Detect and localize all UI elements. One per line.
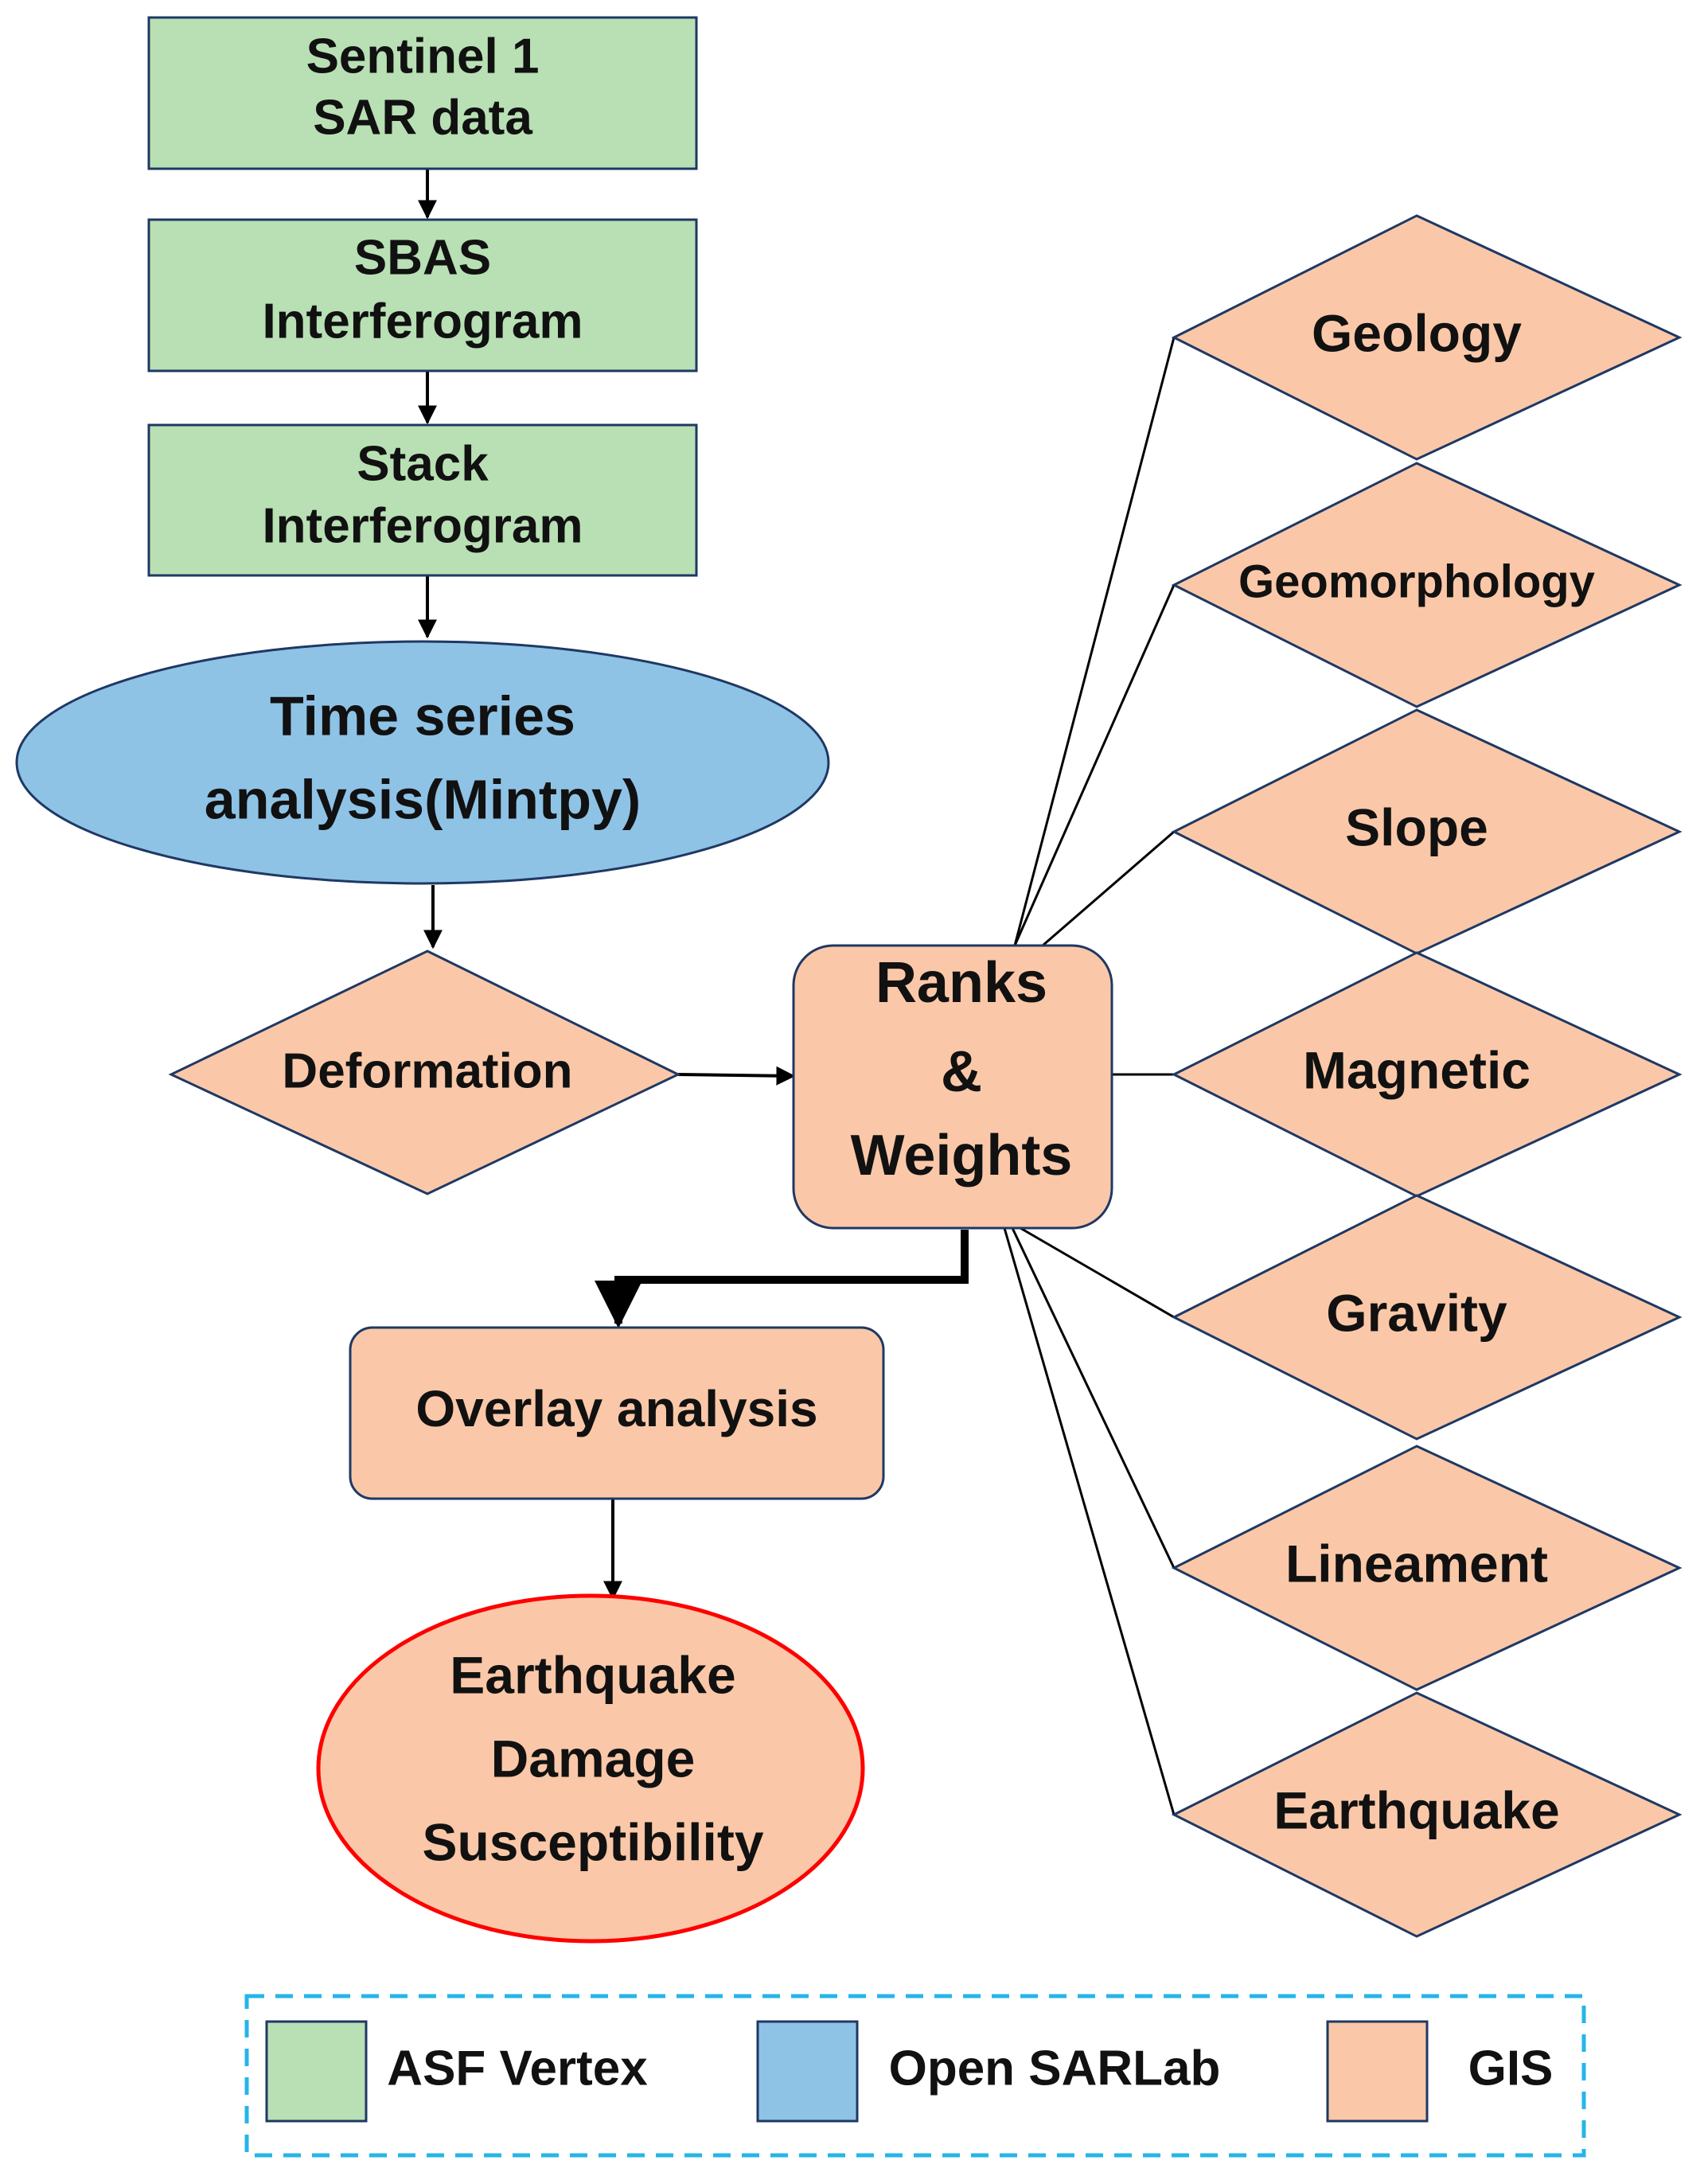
factor-diamond-earthquake: Earthquake <box>1171 1691 1683 1938</box>
factor-label-geology: Geology <box>1312 303 1522 362</box>
factor-label-earthquake: Earthquake <box>1273 1780 1559 1839</box>
legend-label-asf: ASF Vertex <box>387 2041 648 2096</box>
sentinel-label-line2: SAR data <box>313 90 532 145</box>
legend-border <box>244 1994 1586 2158</box>
legend-swatch-gis <box>1326 2020 1429 2123</box>
overlay-label: Overlay analysis <box>415 1380 817 1437</box>
sbas-interferogram-box: SBAS Interferogram <box>147 218 698 372</box>
result-label-line3: Susceptibility <box>422 1812 763 1871</box>
result-label-line2: Damage <box>491 1729 696 1788</box>
legend-label-gis: GIS <box>1468 2041 1554 2096</box>
legend: ASF Vertex Open SARLab GIS <box>244 1994 1586 2158</box>
factor-diamond-lineament: Lineament <box>1171 1445 1683 1691</box>
ranks-label-line2: & <box>941 1040 982 1104</box>
earthquake-damage-susceptibility-ellipse: Earthquake Damage Susceptibility <box>316 1593 865 1944</box>
deformation-diamond: Deformation <box>168 950 681 1195</box>
flow-arrows <box>418 170 969 1601</box>
deformation-label: Deformation <box>282 1043 572 1098</box>
stack-label-line2: Interferogram <box>262 498 583 553</box>
ranks-box-shape <box>792 944 1113 1230</box>
sentinel-sar-data-box: Sentinel 1 SAR data <box>147 16 698 170</box>
stack-interferogram-box: Stack Interferogram <box>147 423 698 577</box>
deformation-diamond-shape <box>168 950 681 1195</box>
result-label-line1: Earthquake <box>450 1645 735 1704</box>
time-series-analysis-ellipse: Time series analysis(Mintpy) <box>15 640 830 885</box>
overlay-analysis-box: Overlay analysis <box>349 1326 885 1500</box>
connector-ranks-to-lineament <box>1011 1227 1176 1569</box>
sentinel-box-shape <box>147 16 698 170</box>
connector-ranks-to-slope <box>1042 830 1175 947</box>
ranks-label-line1: Ranks <box>875 951 1047 1015</box>
factor-diamond-shape-geomorphology <box>1171 462 1683 708</box>
factor-diamond-shape-gravity <box>1171 1194 1683 1441</box>
result-ellipse-shape <box>316 1593 865 1944</box>
stack-label-line1: Stack <box>357 436 489 491</box>
factor-diamond-shape-lineament <box>1171 1445 1683 1691</box>
legend-label-sarlab: Open SARLab <box>889 2041 1221 2096</box>
connector-ranks-to-geology <box>1013 337 1176 946</box>
sbas-label-line1: SBAS <box>354 230 491 285</box>
sentinel-label-line1: Sentinel 1 <box>306 29 540 84</box>
arrow-ranks-to-overlay <box>595 1230 969 1328</box>
sbas-label-line2: Interferogram <box>262 294 583 349</box>
connector-ranks-to-geomorphology <box>1013 584 1176 946</box>
factor-label-slope: Slope <box>1345 797 1488 856</box>
factor-diamond-geology: Geology <box>1171 214 1683 461</box>
factor-diamond-magnetic: Magnetic <box>1171 951 1683 1198</box>
legend-swatch-asf <box>265 2020 368 2123</box>
factor-label-geomorphology: Geomorphology <box>1238 556 1595 607</box>
ranks-label-line3: Weights <box>851 1124 1073 1187</box>
factor-diamond-gravity: Gravity <box>1171 1194 1683 1441</box>
sbas-box-shape <box>147 218 698 372</box>
connector-ranks-to-earthquake <box>1003 1227 1176 1815</box>
factor-label-gravity: Gravity <box>1326 1283 1507 1342</box>
legend-swatch-sarlab <box>756 2020 859 2123</box>
connector-ranks-to-gravity <box>1020 1226 1175 1319</box>
timeseries-ellipse-shape <box>15 640 830 885</box>
factor-connectors <box>1003 337 1176 1815</box>
overlay-box-shape <box>349 1326 885 1500</box>
factor-diamond-shape-earthquake <box>1171 1691 1683 1938</box>
factor-diamonds: GeologyGeomorphologySlopeMagneticGravity… <box>1171 214 1683 1938</box>
stack-box-shape <box>147 423 698 577</box>
factor-label-lineament: Lineament <box>1285 1534 1548 1593</box>
factor-diamond-geomorphology: Geomorphology <box>1171 462 1683 708</box>
timeseries-label-line2: analysis(Mintpy) <box>205 768 641 830</box>
arrow-deformation-to-ranks <box>677 1066 796 1086</box>
factor-label-magnetic: Magnetic <box>1303 1040 1531 1099</box>
factor-diamond-shape-geology <box>1171 214 1683 461</box>
timeseries-label-line1: Time series <box>270 684 575 747</box>
factor-diamond-slope: Slope <box>1171 708 1683 955</box>
ranks-weights-box: Ranks & Weights <box>792 944 1113 1230</box>
